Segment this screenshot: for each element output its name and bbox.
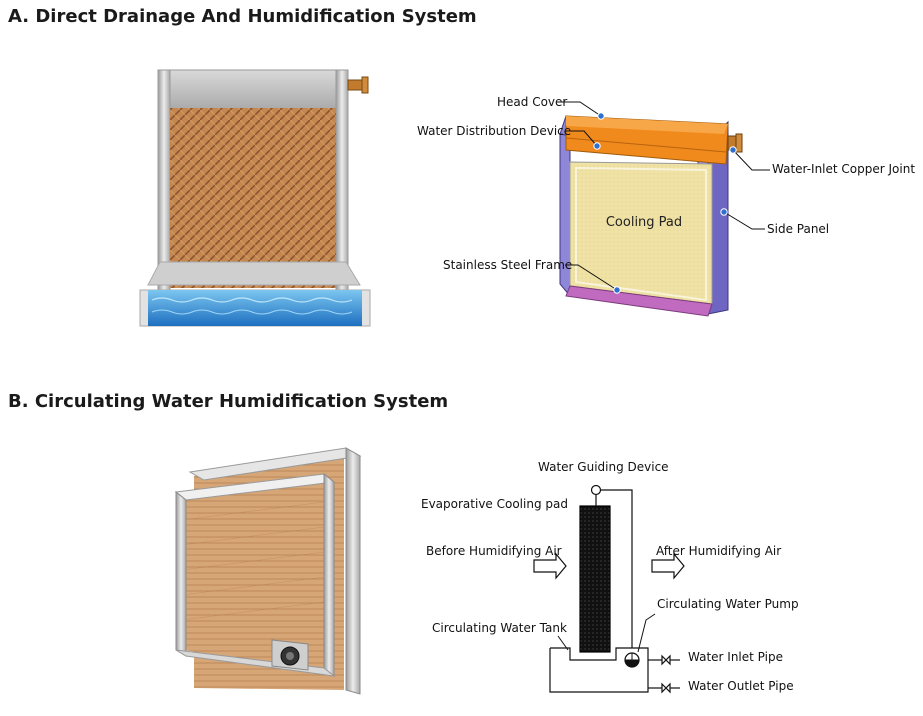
after-air-arrow-icon	[651, 552, 685, 580]
water-distribution-label: Water Distribution Device	[417, 124, 571, 138]
before-air-arrow-icon	[533, 552, 567, 580]
outlet-pipe-label: Water Outlet Pipe	[688, 679, 794, 693]
direct-drainage-photo	[139, 69, 371, 327]
head-cover-pointer-dot	[597, 112, 605, 120]
water-inlet-joint-label: Water-Inlet Copper Joint	[772, 162, 915, 176]
cooling-pad-diagram: Cooling Pad Head Cover Water Distributio…	[417, 95, 915, 317]
section-b-title: B. Circulating Water Humidification Syst…	[8, 391, 449, 412]
inlet-valve-icon	[661, 654, 671, 666]
outlet-valve-icon	[661, 682, 671, 694]
before-air-label: Before Humidifying Air	[426, 544, 562, 558]
water-distribution-pointer-dot	[593, 142, 601, 150]
pump-label: Circulating Water Pump	[657, 597, 799, 611]
copper-joint-icon	[347, 76, 369, 94]
head-cover-label: Head Cover	[497, 95, 567, 109]
frame-pointer-dot	[613, 286, 621, 294]
frame-label: Stainless Steel Frame	[443, 258, 572, 272]
side-panel-label: Side Panel	[767, 222, 829, 236]
stainless-steel-frame-bottom	[565, 285, 713, 317]
tank-label: Circulating Water Tank	[432, 621, 567, 635]
evaporative-pad-shape	[579, 505, 611, 653]
circulating-unit-photo	[174, 447, 362, 695]
drain-valve-icon	[280, 646, 300, 666]
water-guiding-label: Water Guiding Device	[538, 460, 669, 474]
circulating-schematic	[533, 484, 685, 694]
copper-joint-pointer-dot	[729, 146, 737, 154]
evaporative-pad-label: Evaporative Cooling pad	[421, 497, 568, 511]
section-a-title: A. Direct Drainage And Humidification Sy…	[8, 6, 477, 27]
after-air-label: After Humidifying Air	[656, 544, 781, 558]
inlet-pipe-label: Water Inlet Pipe	[688, 650, 783, 664]
water-guiding-device-icon	[590, 484, 602, 496]
cooling-pad-label: Cooling Pad	[606, 215, 682, 230]
side-panel-pointer-dot	[720, 208, 728, 216]
